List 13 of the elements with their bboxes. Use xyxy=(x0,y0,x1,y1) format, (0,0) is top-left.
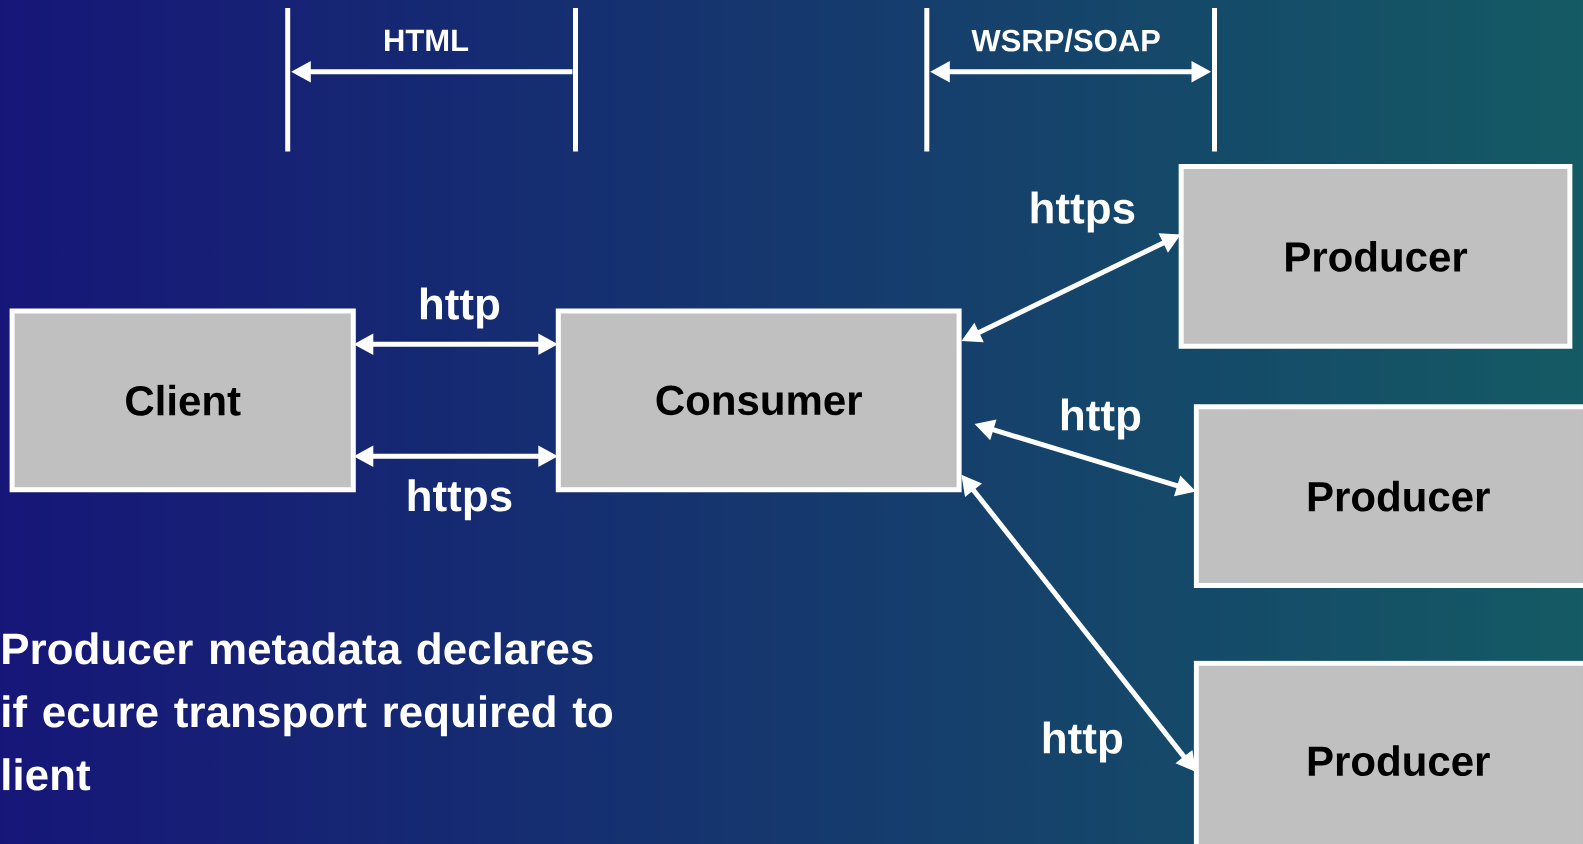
edge-label: https xyxy=(408,479,512,521)
edge-label: http xyxy=(420,287,500,329)
process-box: Producer xyxy=(1193,404,1583,589)
edge-label: http xyxy=(1061,398,1141,440)
process-box: Consumer xyxy=(555,308,962,493)
process-box: Client xyxy=(9,308,356,493)
dimension-label: HTML xyxy=(385,29,469,52)
process-box: Producer xyxy=(1193,660,1583,844)
edge-label: https xyxy=(1031,191,1135,233)
dimension-label: WSRP/SOAP xyxy=(971,28,1160,52)
edge-label: http xyxy=(1043,721,1123,763)
note-text: Producer metadata declares if ecure transport required to lient xyxy=(3,632,613,791)
process-box: Producer xyxy=(1178,164,1573,349)
